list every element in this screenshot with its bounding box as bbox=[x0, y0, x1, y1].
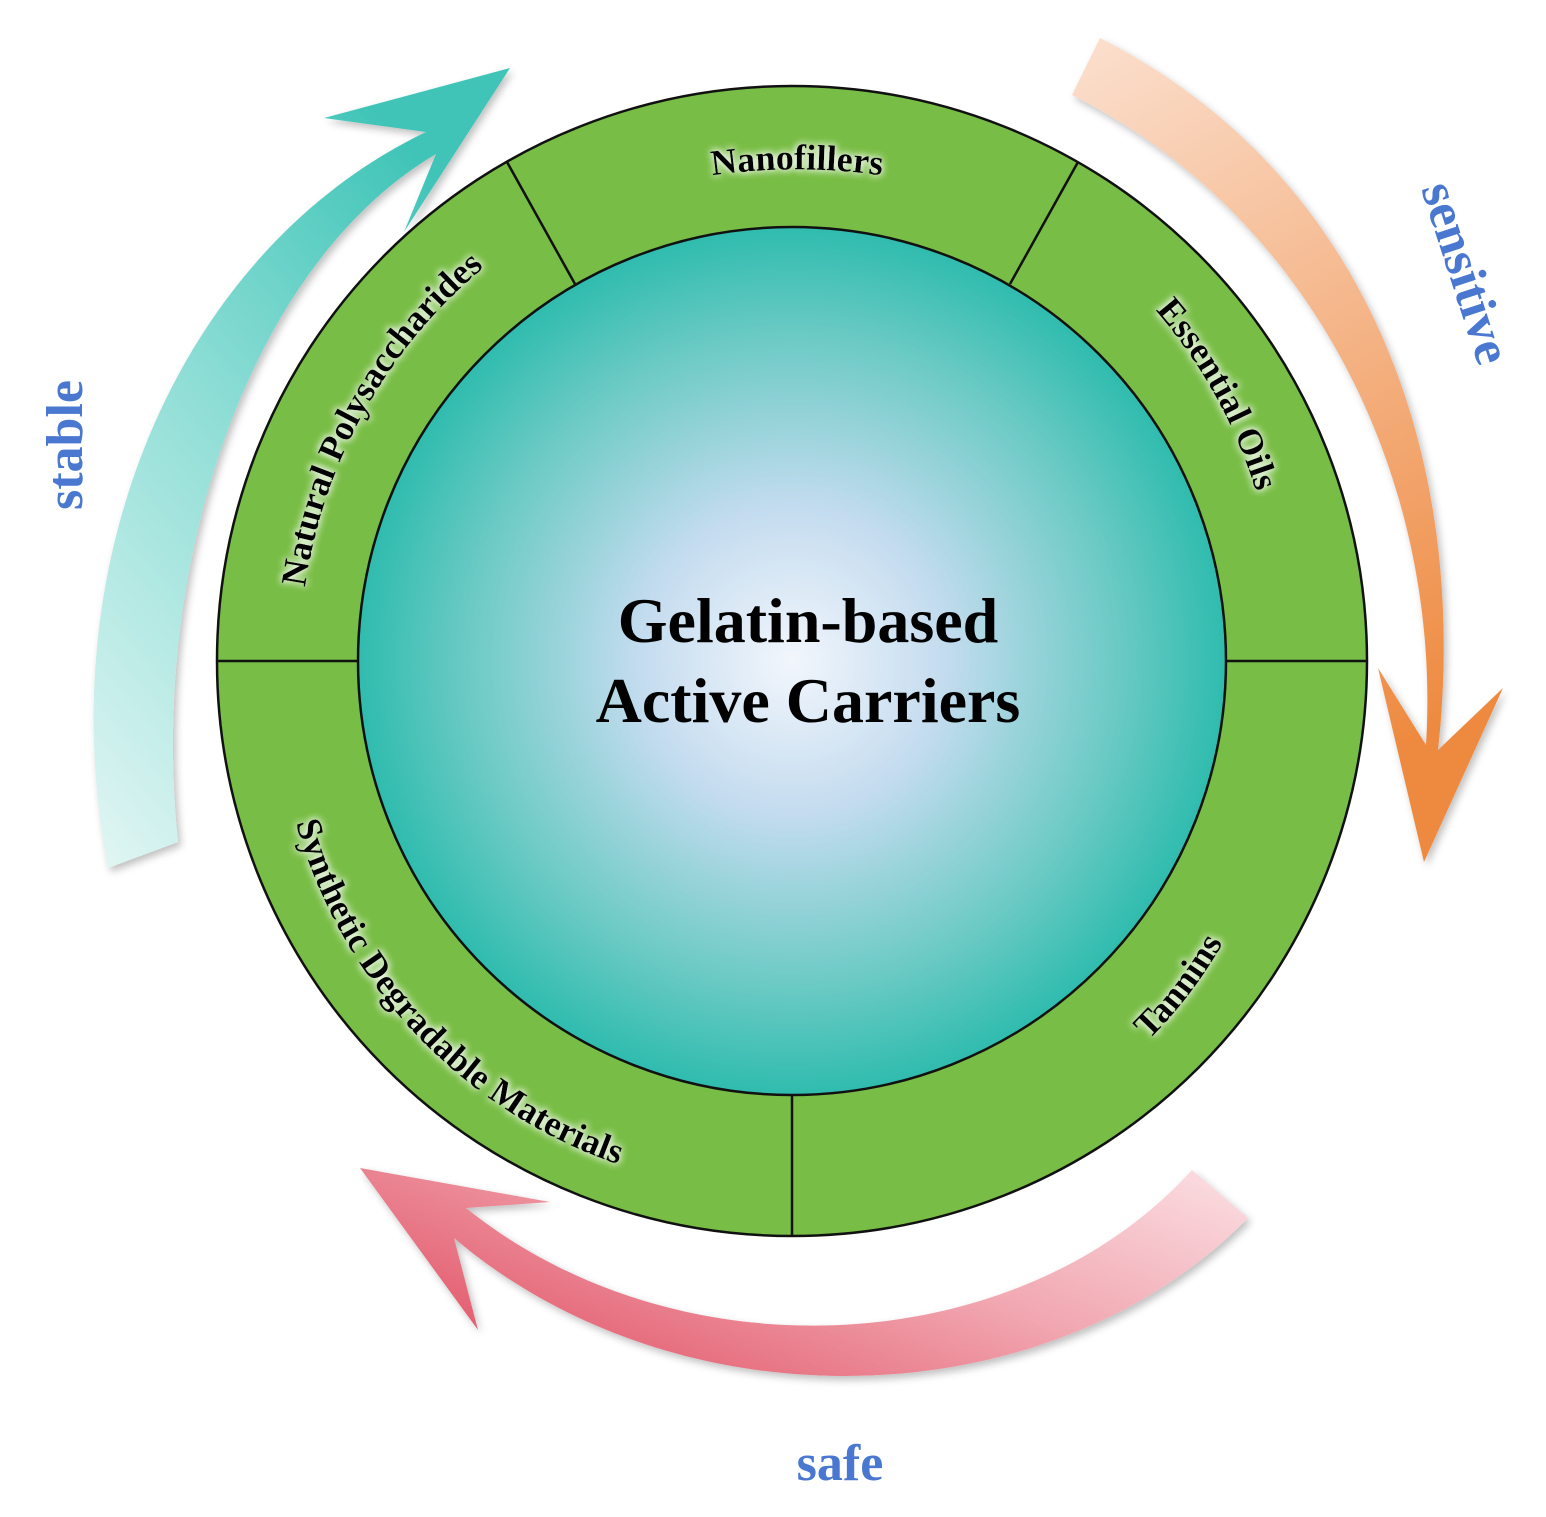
arrow-word-stable: stable bbox=[37, 380, 94, 510]
segment-dividers bbox=[217, 161, 1367, 1236]
arrow-word-safe: safe bbox=[797, 1435, 884, 1492]
center-title-line1: Gelatin-based bbox=[618, 585, 998, 656]
arrow-orange bbox=[1072, 38, 1503, 862]
arrow-teal bbox=[93, 68, 510, 868]
segment-label-nanofillers: Nanofillers bbox=[708, 137, 886, 183]
arrow-word-sensitive: sensitive bbox=[1410, 175, 1522, 371]
center-circle bbox=[356, 225, 1228, 1097]
arrow-pink bbox=[360, 1168, 1248, 1376]
center-title-line2: Active Carriers bbox=[596, 665, 1021, 736]
